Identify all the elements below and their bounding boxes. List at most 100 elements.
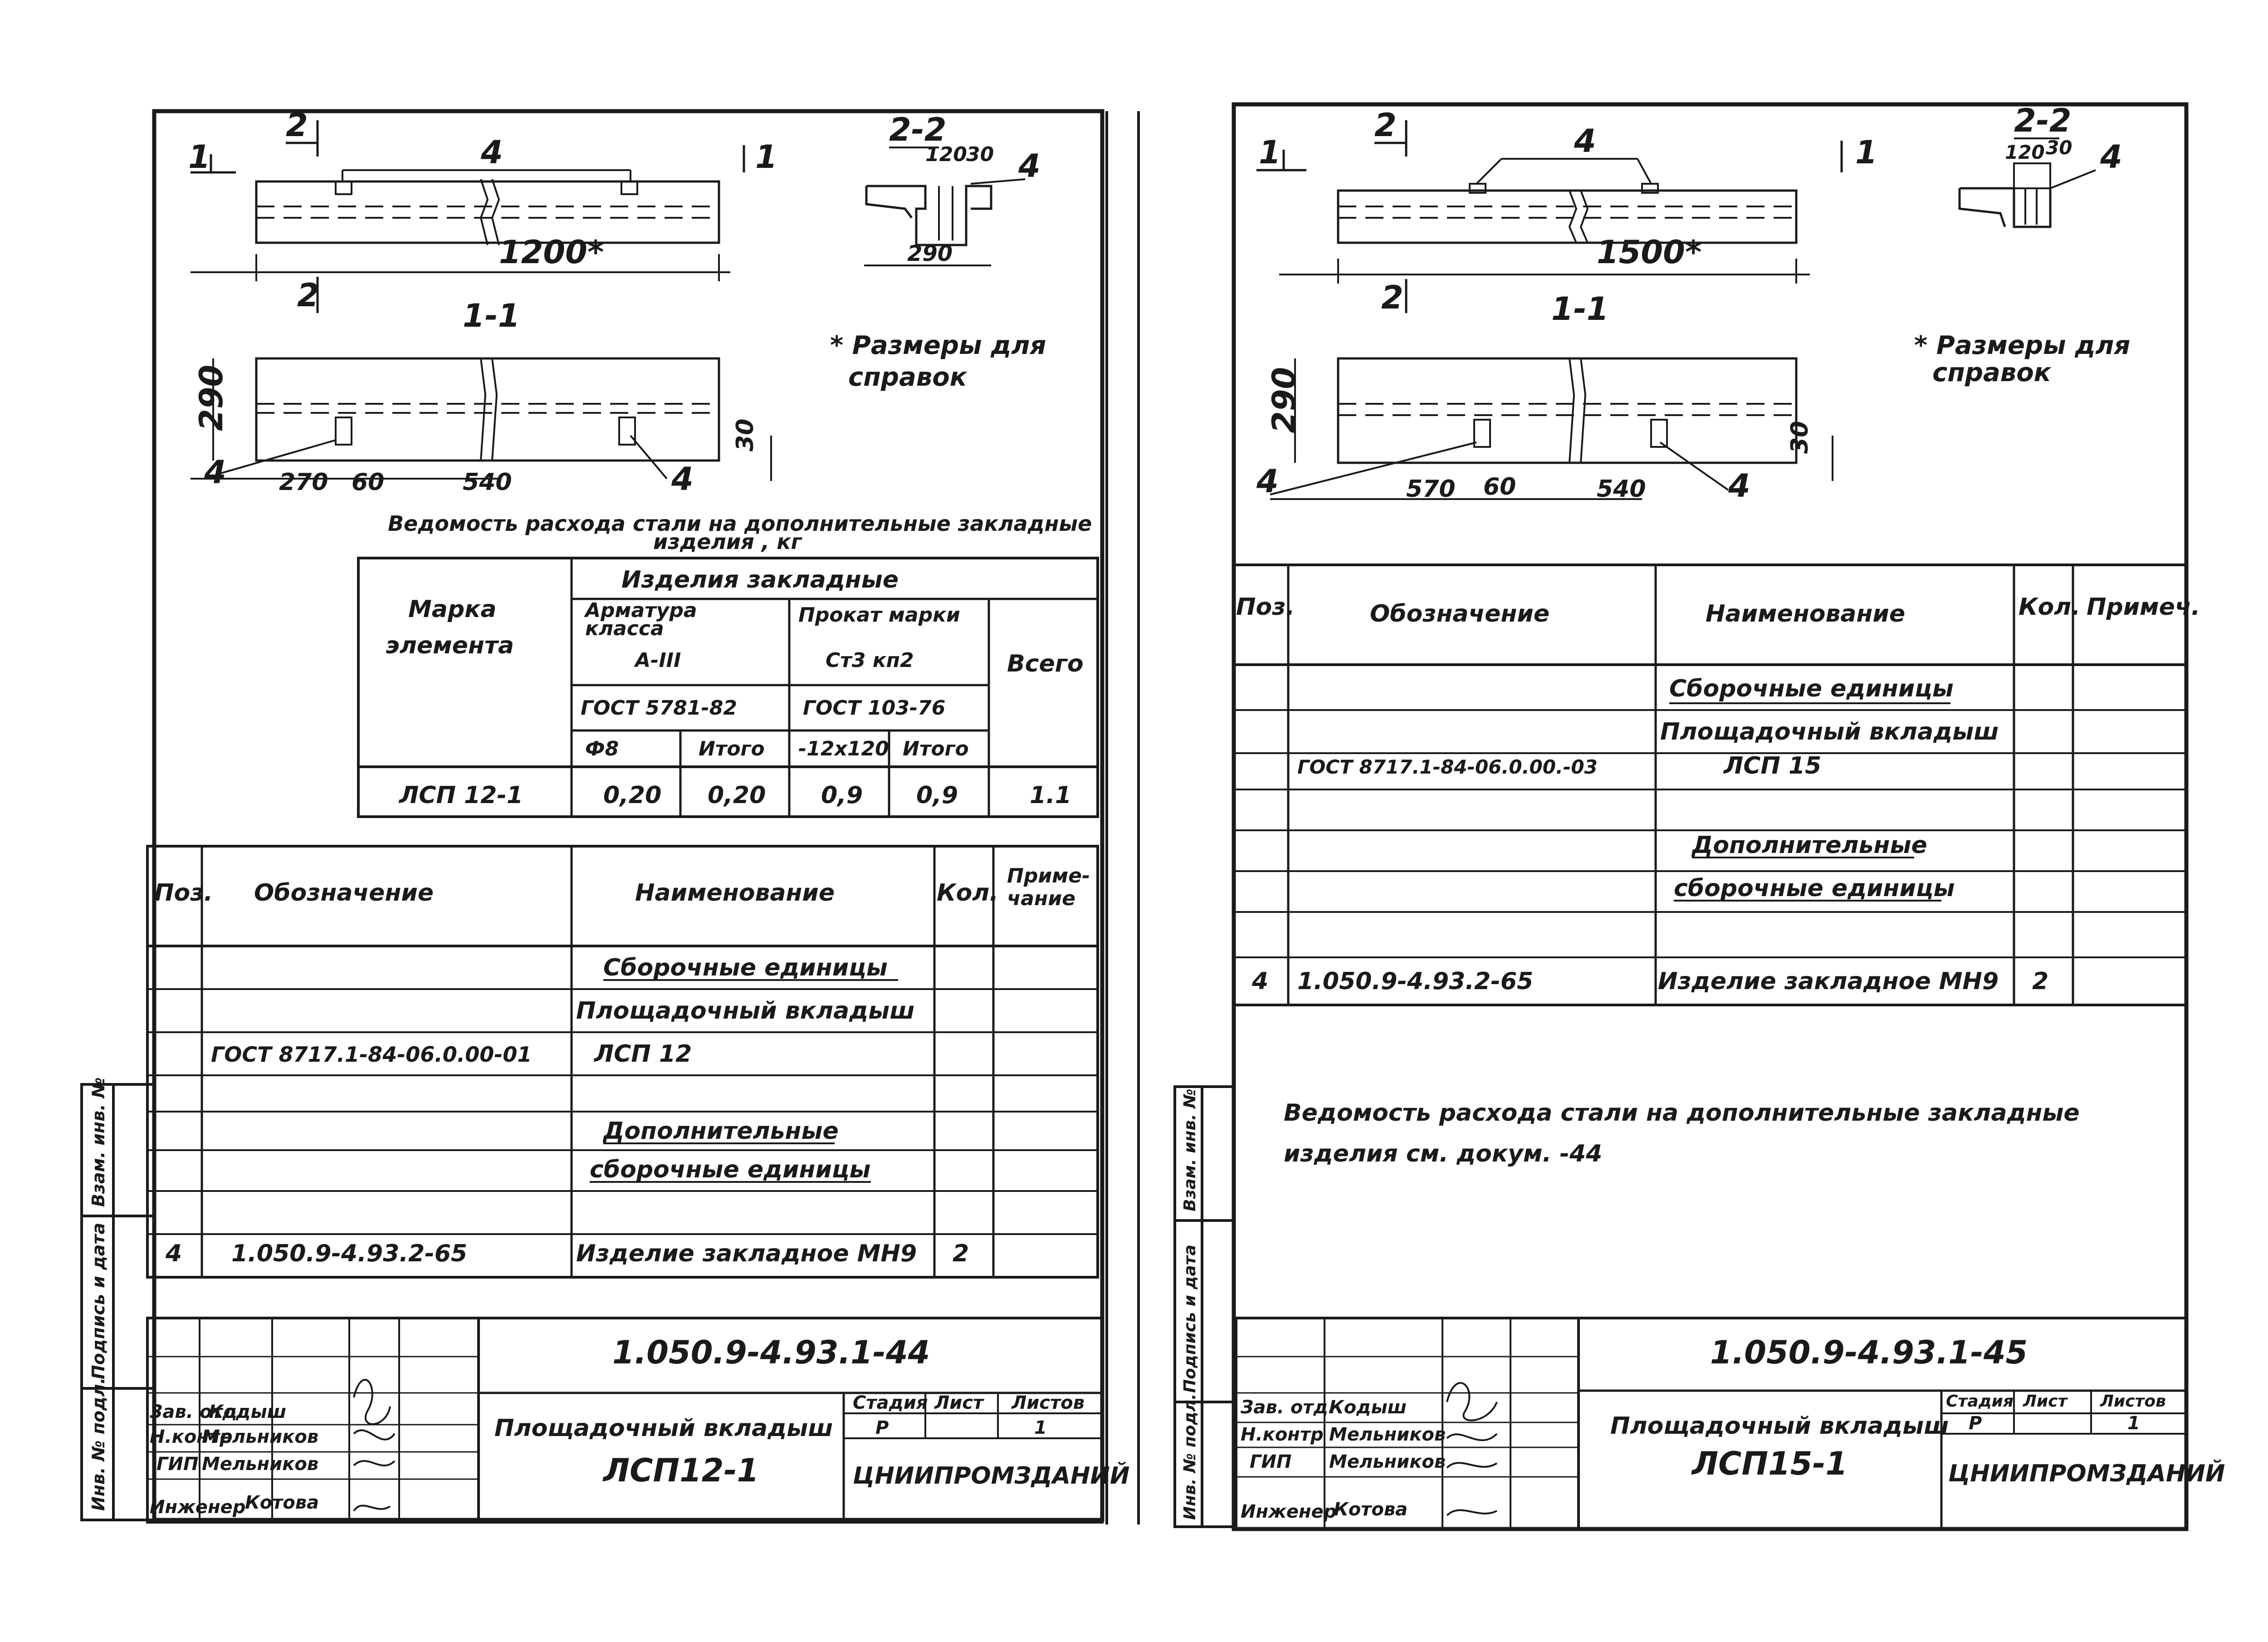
stamp-header: Лист [2023,1392,2068,1411]
sub-header: Ф8 [585,737,619,760]
table-cell: 0,9 [916,782,958,809]
doc-code: 1.050.9-4.93.1-44 [612,1334,930,1371]
stamp-role: Н.контр [1241,1424,1324,1445]
col-header: Прокат марки [798,603,960,627]
left-title-block: Зав. отд. Кодыш Н.контр Мельников ГИП Ме… [146,1317,1129,1524]
col-header: чание [1007,887,1075,910]
stamp-role: Зав. отд. [149,1402,244,1422]
col-header: Марка [408,596,496,623]
stamp-header: Лист [934,1392,985,1413]
left-section-2-2: 2-2 4 120 30 290 [864,111,1041,266]
side-stamp-inv: Инв. № подл. [88,1377,108,1511]
part-ref: 4 [1574,123,1596,160]
right-side-stamp: Инв. № подл. Подпись и дата Взам. инв. № [1173,1085,1235,1528]
cut-mark: 2 [1381,279,1403,316]
cut-mark: 1 [1855,134,1877,171]
table-cell: Дополнительные [1691,832,1927,859]
section-label: 1-1 [1551,290,1608,328]
sub-header: Итого [903,737,969,760]
col-header: ГОСТ 103-76 [803,696,945,720]
sub-header: -12х120 [798,737,889,760]
col-header: Кол. [2019,593,2080,621]
org-name: ЦНИИПРОМЗДАНИЙ [1948,1460,2225,1487]
signature [353,1429,396,1441]
doc-title: ЛСП12-1 [602,1452,759,1489]
cut-mark: 1 [755,138,777,176]
table-cell: ГОСТ 8717.1-84-06.0.00.-03 [1297,756,1598,778]
dim-text: 120 [2005,141,2045,163]
col-header: Поз. [154,879,213,907]
stamp-value: 1 [1034,1417,1047,1438]
dim-text: 270 [279,469,328,496]
side-stamp-inv: Инв. № подл. [1181,1393,1199,1520]
table-cell: сборочные единицы [1674,875,1955,902]
right-note: * Размеры для справок [1914,331,2130,387]
col-header: Приме- [1007,864,1090,887]
part-ref: 4 [1256,463,1279,500]
note-line: справок [1932,358,2052,387]
left-plan-view: 4 1200* 1 1 2 2 [188,107,777,314]
cut-mark: 2 [286,107,308,144]
table-cell: 2 [2032,968,2048,995]
table-cell: Сборочные единицы [603,954,888,981]
part-ref: 4 [671,461,694,498]
col-header: Всего [1007,650,1084,677]
length-dim: 1500* [1597,234,1701,271]
table-cell: ЛСП 12-1 [398,782,523,809]
cut-mark: 2 [1374,107,1397,144]
table-cell: сборочные единицы [590,1156,870,1183]
stamp-name: Мельников [1329,1451,1446,1472]
left-section-1-1: 1-1 290 270 60 540 4 4 30 [191,297,772,498]
steel-note-line: изделия см. докум. -44 [1284,1140,1602,1167]
stamp-header: Листов [1011,1392,1085,1413]
left-note: * Размеры для справок [830,331,1046,392]
table-cell: 2 [953,1240,969,1267]
side-stamp-sign: Подпись и дата [88,1223,108,1379]
right-sheet: Инв. № подл. Подпись и дата Взам. инв. №… [1173,102,2225,1531]
stamp-name: Кодыш [1329,1397,1407,1418]
col-header: Обозначение [254,879,434,907]
dim-text: 30 [2046,137,2072,159]
table-cell: 4 [165,1240,182,1267]
dim-text: 290 [193,365,230,431]
doc-code: 1.050.9-4.93.1-45 [1710,1334,2028,1371]
note-line: * Размеры для [1914,331,2130,360]
note-line: * Размеры для [830,331,1046,360]
stamp-role: ГИП [1250,1451,1291,1472]
section-label: 1-1 [463,297,520,334]
table-cell: 0,9 [821,782,863,809]
stamp-role: ГИП [156,1454,198,1475]
stamp-role: Инженер [150,1497,245,1518]
right-steel-note: Ведомость расхода стали на дополнительны… [1284,1099,2080,1167]
col-header: А-III [634,649,681,672]
side-stamp-replace: Взам. инв. № [1181,1088,1199,1211]
signature [353,1460,396,1466]
left-sheet: Инв. № подл. Подпись и дата Взам. инв. №… [80,107,1129,1524]
section-label: 2-2 [2014,102,2071,139]
dim-text: 120 [925,143,967,166]
table-cell: Сборочные единицы [1669,675,1954,702]
note-line: справок [848,363,968,392]
dim-text: 570 [1406,475,1456,503]
length-dim: 1200* [499,234,604,271]
col-header: элемента [386,632,514,659]
signature [1446,1433,1498,1441]
stamp-name: Мельников [1329,1424,1446,1445]
right-title-block: Зав. отд. Кодыш Н.контр Мельников ГИП Ме… [1235,1317,2225,1530]
col-header: Кол. [937,879,998,907]
part-ref: 4 [480,134,503,171]
table-cell: 4 [1251,968,1268,995]
col-header: Наименование [1706,600,1905,627]
stamp-value: 1 [2127,1413,2140,1434]
sub-header: Итого [699,737,765,760]
signature [1446,1462,1498,1469]
embedded-part [335,181,352,195]
signature [1446,1382,1498,1421]
table-cell: 0,20 [603,782,661,809]
steel-table-title: Ведомость расхода стали на дополнительны… [388,511,1092,536]
embedded-part [621,181,638,195]
dim-text: 540 [463,469,512,496]
table-cell: 1.050.9-4.93.2-65 [1297,968,1533,995]
side-stamp-replace: Взам. инв. № [88,1077,108,1207]
